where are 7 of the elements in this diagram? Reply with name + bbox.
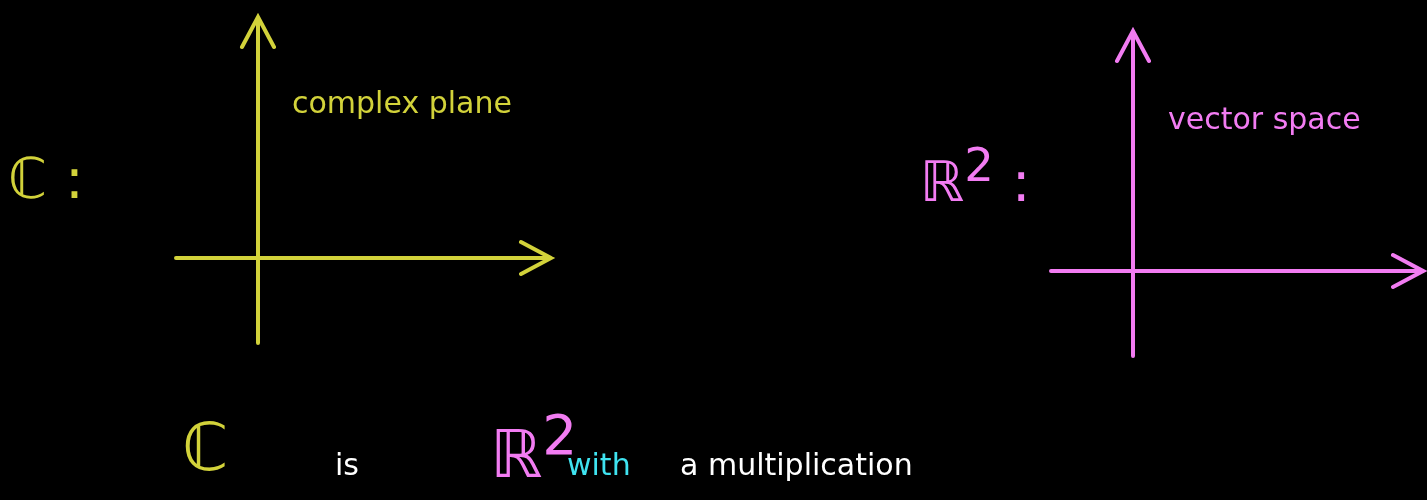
sentence-word: is xyxy=(335,448,359,481)
axis-caption: complex plane xyxy=(292,86,512,119)
axis-caption: vector space xyxy=(1168,102,1361,135)
set-label: ℝ$^{2}$ : xyxy=(920,140,1031,213)
sentence-phrase: a multiplication xyxy=(680,448,913,481)
set-symbol: ℂ xyxy=(182,412,229,485)
set-label: ℂ : xyxy=(8,148,84,210)
